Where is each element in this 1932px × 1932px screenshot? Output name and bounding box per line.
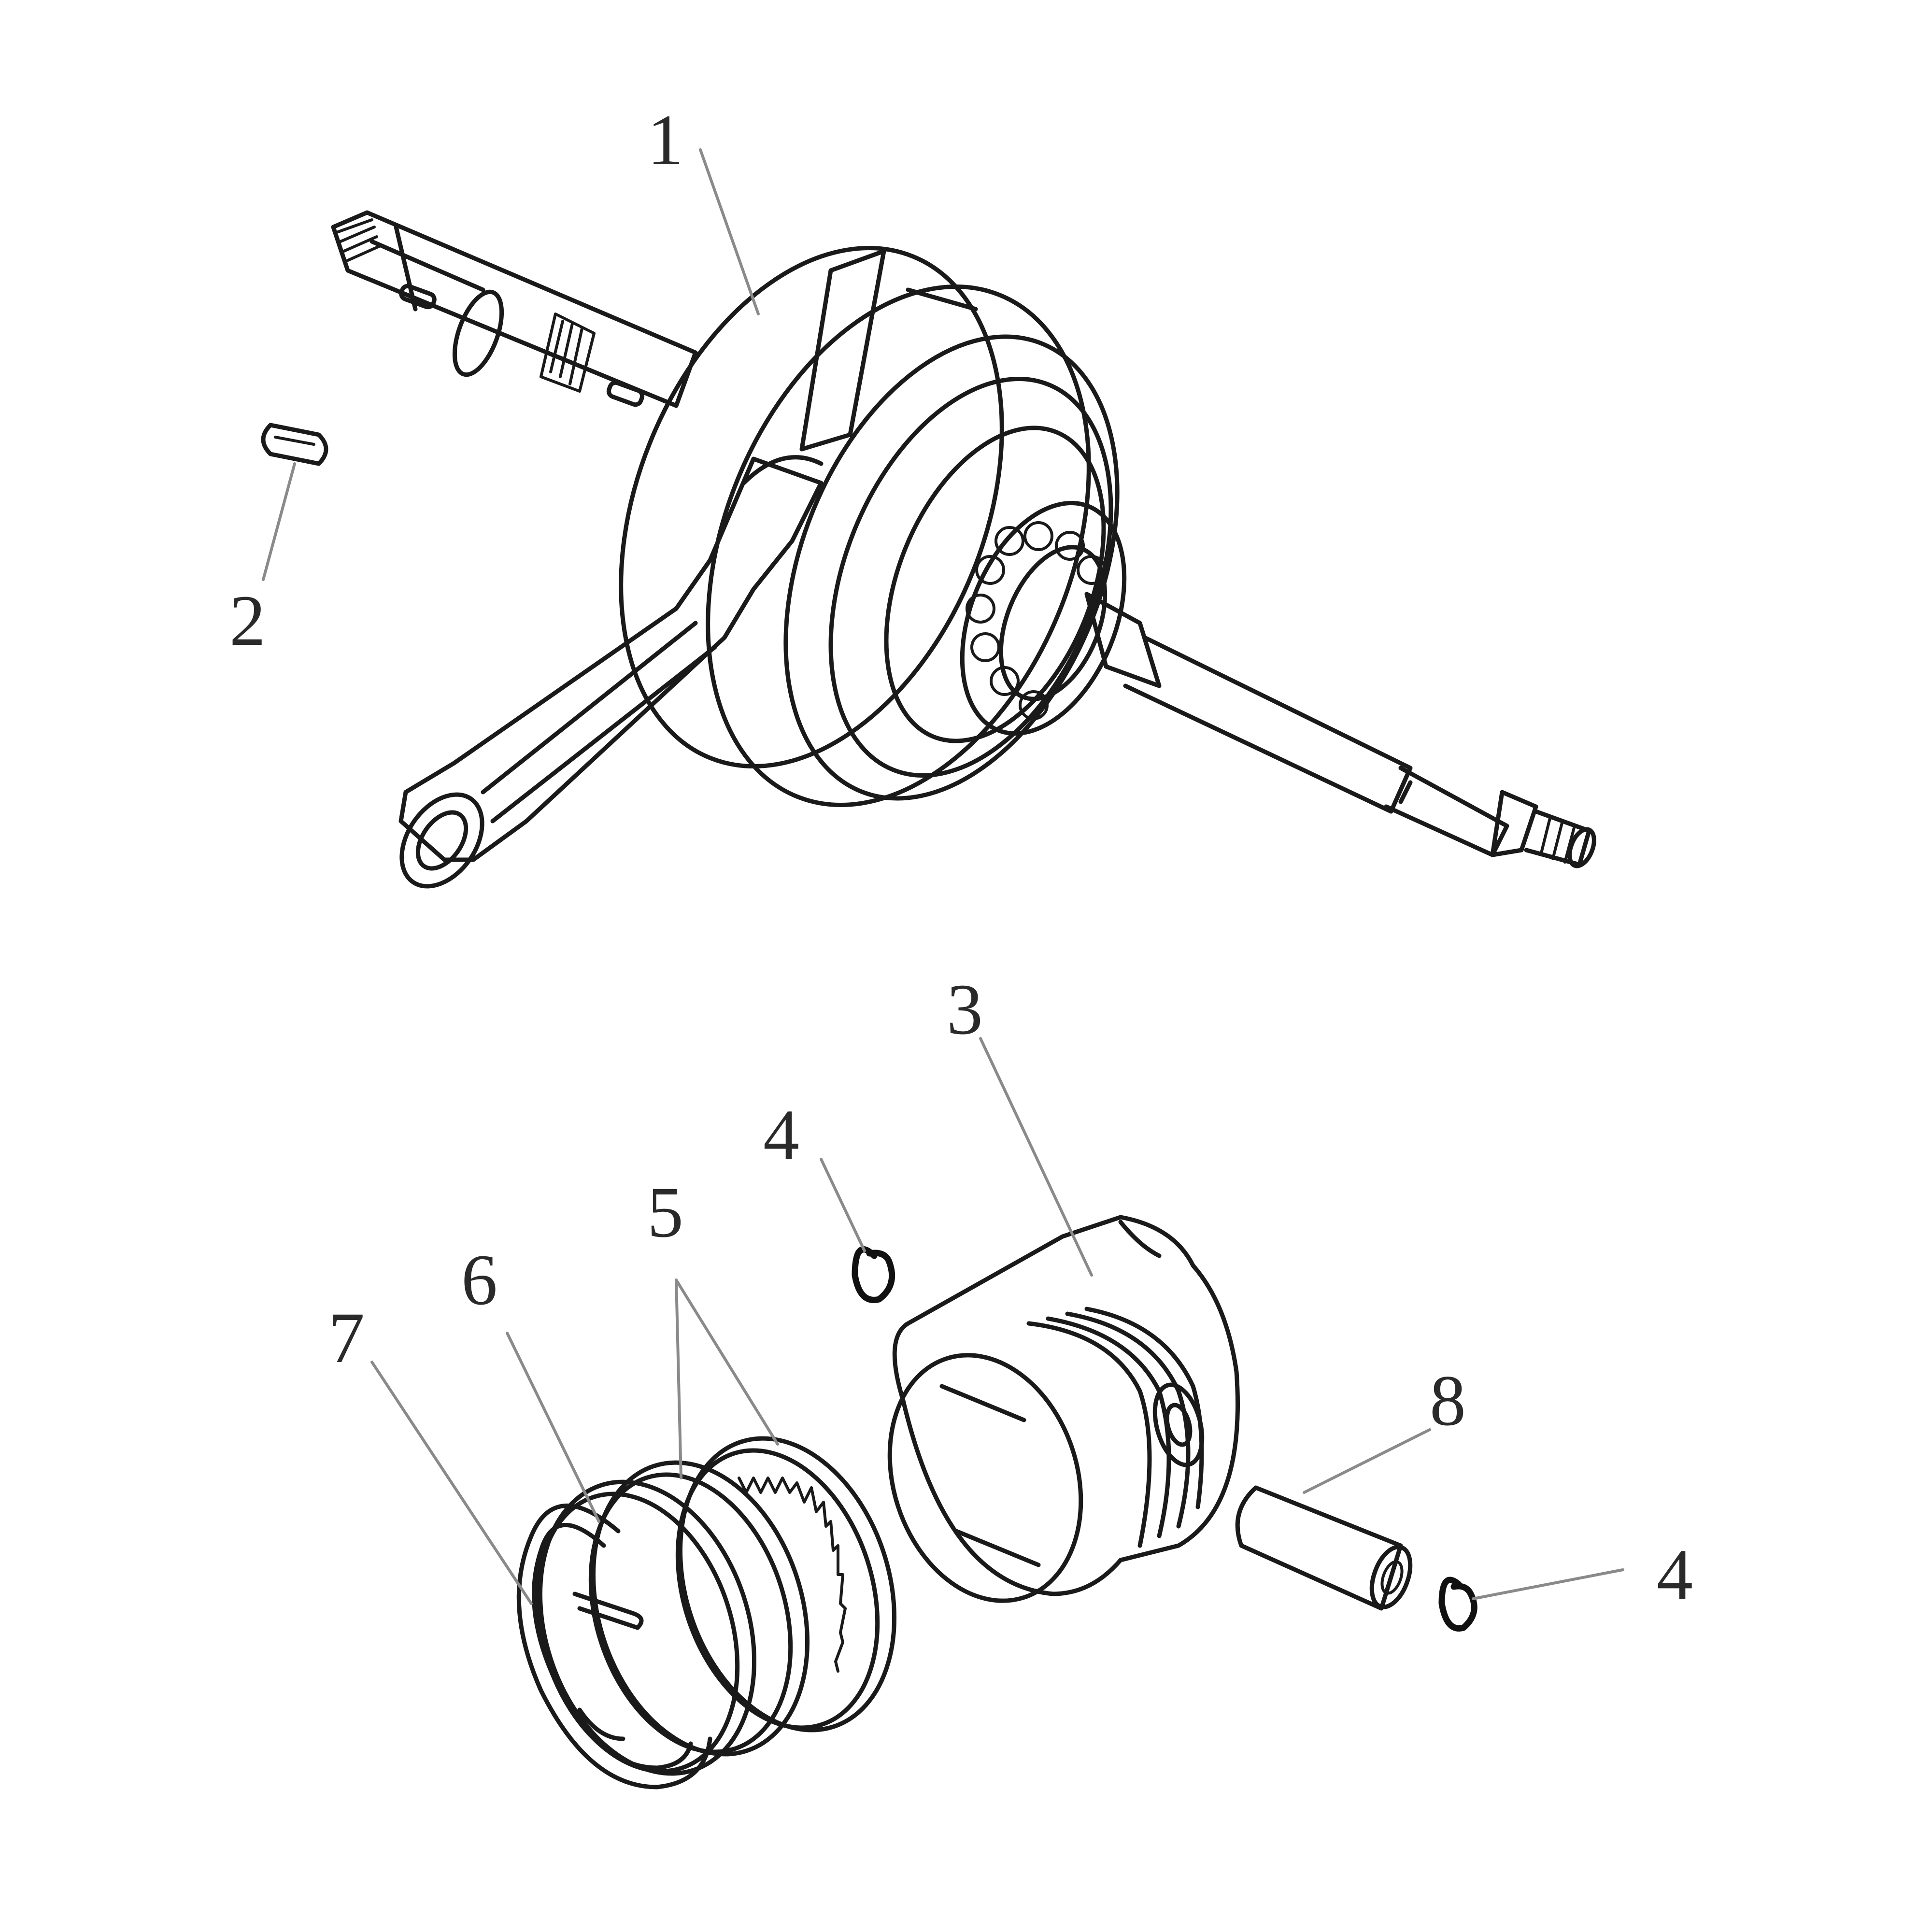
callout-clip-upper: 4 (763, 1095, 799, 1175)
callout-clip-lower: 4 (1657, 1534, 1693, 1615)
leader-5a (675, 1279, 682, 1479)
connecting-rod (398, 455, 824, 889)
callout-woodruff-key: 2 (229, 581, 266, 661)
crankshaft-assembly (331, 210, 1596, 889)
leader-4-lower (1472, 1568, 1624, 1600)
leader-1 (699, 148, 760, 315)
crankshaft-flywheel (619, 246, 1120, 807)
callout-rings-upper: 5 (647, 1172, 683, 1252)
callout-piston-pin: 8 (1430, 1361, 1466, 1441)
crankshaft-main-bearing (960, 500, 1127, 736)
ring-middle (535, 1460, 810, 1776)
leader-2 (262, 462, 296, 581)
callout-crankshaft: 1 (647, 100, 683, 180)
callout-ring-lower: 7 (328, 1298, 365, 1378)
woodruff-key (261, 423, 328, 466)
leader-8 (1303, 1428, 1431, 1494)
ring-lower (516, 1503, 712, 1790)
piston (887, 1215, 1240, 1603)
leader-7 (370, 1361, 533, 1605)
circlip-lower (1438, 1577, 1477, 1632)
leader-4-upper (820, 1158, 866, 1252)
crankshaft-left-shaft (331, 210, 698, 408)
crankshaft-right-shaft (1084, 592, 1596, 868)
callout-labels: 1 2 3 4 5 6 7 8 4 (229, 100, 1693, 1615)
leader-lines (262, 148, 1624, 1605)
leader-3 (979, 1037, 1093, 1277)
leader-6 (506, 1332, 600, 1523)
callout-ring-middle: 6 (461, 1240, 497, 1320)
circlip-upper (852, 1246, 895, 1303)
leader-5b (675, 1279, 779, 1446)
piston-rings-stack (516, 1436, 897, 1790)
callout-piston: 3 (947, 969, 983, 1050)
piston-pin (1235, 1485, 1413, 1611)
ring-pair-upper (675, 1436, 897, 1733)
